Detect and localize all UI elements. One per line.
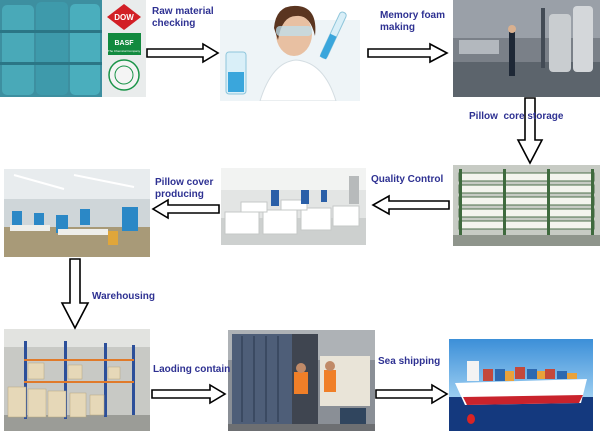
svg-text:The Chemical Company: The Chemical Company <box>108 49 141 53</box>
dow-logo: DOW <box>107 4 141 30</box>
label-core-storage: Pillow core storage <box>469 111 564 122</box>
arrow-left-1 <box>371 194 450 216</box>
arrow-down-1 <box>516 97 544 165</box>
photo-foam-factory <box>453 0 600 97</box>
label-warehousing: Warehousing <box>92 291 155 302</box>
label-sea-shipping: Sea shipping <box>378 356 441 367</box>
arrow-right-3 <box>151 383 227 405</box>
photo-lab-scientist <box>220 0 360 101</box>
photo-cargo-ship <box>449 339 593 431</box>
photo-core-storage <box>453 165 600 246</box>
photo-warehouse <box>4 329 150 431</box>
photo-sewing-workshop <box>4 169 150 257</box>
photo-raw-material-drums: DOW BASF The Chemical Company <box>0 0 146 97</box>
svg-text:BASF: BASF <box>114 40 134 47</box>
arrow-down-2 <box>60 258 90 330</box>
arrow-right-4 <box>375 383 449 405</box>
basf-logo: BASF The Chemical Company <box>108 33 141 55</box>
arrow-right-2 <box>367 42 449 64</box>
photo-quality-control <box>221 168 366 245</box>
arrow-left-2 <box>151 198 220 220</box>
svg-text:DOW: DOW <box>114 13 134 22</box>
photo-container-loading <box>228 330 375 431</box>
arrow-right-1 <box>146 42 220 64</box>
label-quality-control: Quality Control <box>371 174 444 185</box>
label-loading: Laoding contain <box>153 364 231 375</box>
